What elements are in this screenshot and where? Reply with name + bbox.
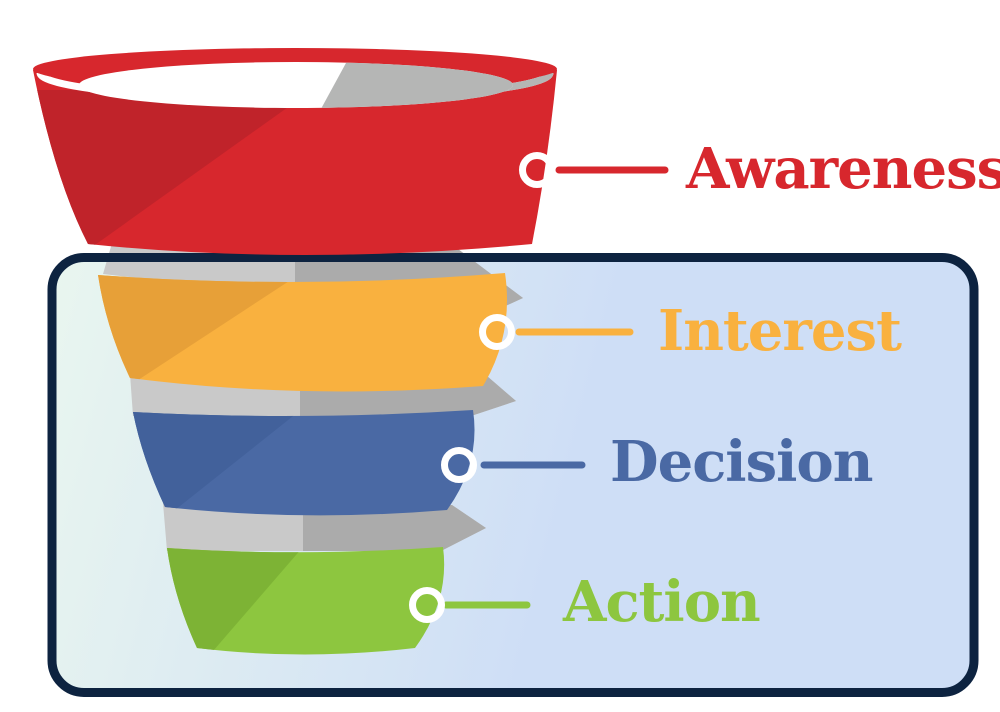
- decision-marker-icon: [441, 447, 477, 483]
- stage-label-awareness: Awareness: [686, 135, 1000, 202]
- awareness-marker-icon: [519, 152, 555, 188]
- action-marker-icon: [409, 587, 445, 623]
- awareness-shade: [33, 90, 312, 252]
- interest-marker-icon: [479, 314, 515, 350]
- action-shade: [167, 547, 309, 655]
- connector-markers: [409, 152, 555, 623]
- stage-label-interest: Interest: [658, 297, 902, 364]
- stage-label-action: Action: [563, 568, 761, 635]
- connector-lines: [442, 166, 669, 609]
- segment-action: [167, 547, 445, 655]
- stage-label-decision: Decision: [610, 428, 873, 495]
- panel-border: [47, 253, 979, 697]
- segment-awareness: [33, 48, 557, 255]
- rim-stripe-shadow: [322, 72, 554, 103]
